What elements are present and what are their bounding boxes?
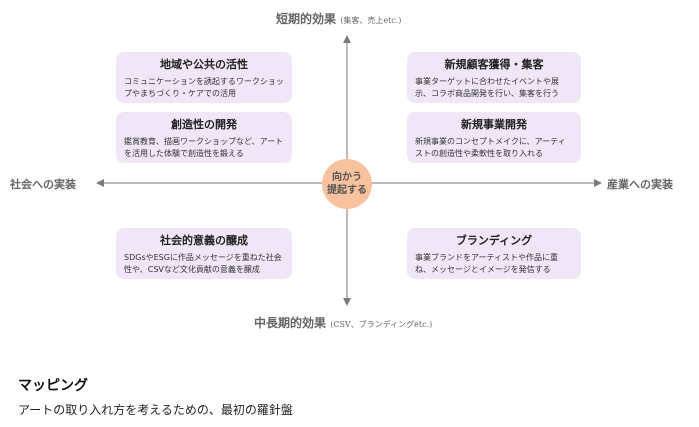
axis-bottom-note: (CSV、ブランディングetc.) [330, 320, 433, 329]
center-line1: 向かう [332, 172, 362, 183]
card-social: 社会的意義の醸成 SDGsやESGに作品メッセージを重ねた社会性や、CSVなど文… [116, 228, 292, 279]
axis-top-label: 短期的効果 (集客、売上etc.) [276, 10, 401, 27]
card-newbusiness: 新規事業開発 新規事業のコンセプトメイクに、アーティストの創造性や柔軟性を取り入… [407, 112, 581, 163]
card-social-body: SDGsやESGに作品メッセージを重ねた社会性や、CSVなど文化貢献の意義を醸成 [124, 253, 282, 274]
footer-title: マッピング [18, 378, 88, 394]
card-social-title: 社会的意義の醸成 [160, 234, 248, 247]
axis-left-label-text: 社会への実装 [10, 178, 76, 191]
card-community: 地域や公共の活性 コミュニケーションを誘起するワークショップやまちづくり・ケアで… [116, 52, 292, 103]
card-branding-title: ブランディング [455, 234, 533, 247]
card-newcustomers-body: 事業ターゲットに合わせたイベントや展示、コラボ商品開発を行い、集客を行う [415, 77, 559, 98]
axis-right-label-text: 産業への実装 [607, 178, 673, 191]
axis-right-label: 産業への実装 [607, 176, 673, 192]
axis-bottom-label-text: 中長期的効果 [254, 316, 327, 330]
card-creativity-title: 創造性の開発 [171, 118, 237, 131]
axis-bottom-label: 中長期的効果 (CSV、ブランディングetc.) [254, 314, 432, 331]
card-community-title: 地域や公共の活性 [160, 58, 248, 71]
axis-top-label-text: 短期的効果 [276, 12, 337, 26]
card-community-body: コミュニケーションを誘起するワークショップやまちづくり・ケアでの活用 [124, 77, 284, 98]
center-line2: 提起する [327, 185, 367, 196]
card-creativity: 創造性の開発 鑑賞教育、描画ワークショップなど、アートを活用した体験で創造性を鍛… [116, 112, 292, 163]
card-newbusiness-title: 新規事業開発 [461, 118, 527, 131]
axis-left-label: 社会への実装 [10, 176, 76, 192]
card-branding-body: 事業ブランドをアーティストや作品に重ね、メッセージとイメージを発信する [415, 253, 559, 274]
footer-subtitle: アートの取り入れ方を考えるための、最初の羅針盤 [18, 403, 293, 417]
card-branding: ブランディング 事業ブランドをアーティストや作品に重ね、メッセージとイメージを発… [407, 228, 581, 279]
card-newcustomers: 新規顧客獲得・集客 事業ターゲットに合わせたイベントや展示、コラボ商品開発を行い… [407, 52, 581, 103]
center-circle: 向かう 提起する [322, 159, 372, 209]
card-newbusiness-body: 新規事業のコンセプトメイクに、アーティストの創造性や柔軟性を取り入れる [415, 137, 566, 158]
card-creativity-body: 鑑賞教育、描画ワークショップなど、アートを活用した体験で創造性を鍛える [124, 137, 284, 158]
card-newcustomers-title: 新規顧客獲得・集客 [444, 58, 544, 71]
axis-top-note: (集客、売上etc.) [340, 16, 402, 25]
